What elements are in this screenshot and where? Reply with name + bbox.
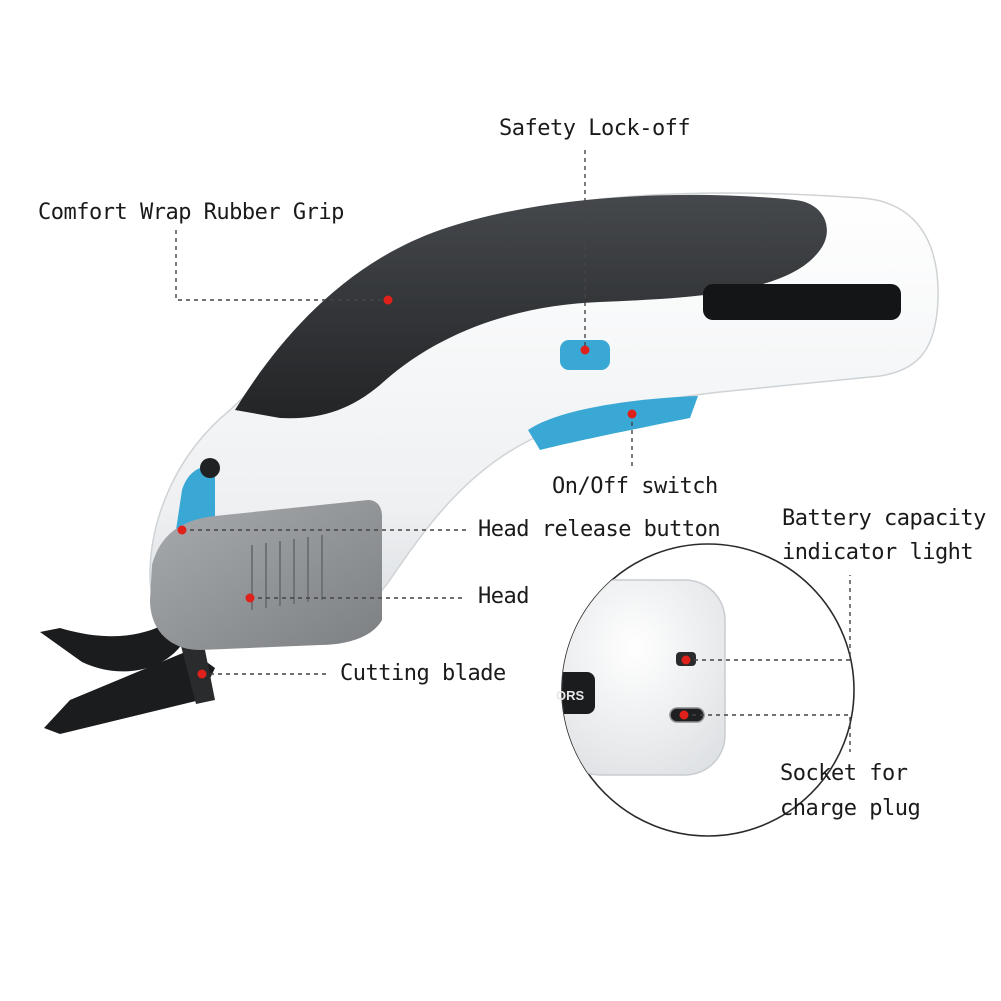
marker-head: [245, 593, 255, 603]
on-off-trigger: [528, 396, 698, 450]
safety-lock-button: [560, 340, 610, 370]
marker-battery: [681, 655, 691, 665]
battery-end-cap: [562, 579, 726, 776]
head-ribs: [251, 535, 323, 610]
marker-safety-lock: [580, 345, 590, 355]
scissors-tool: [40, 192, 939, 734]
marker-cutting-blade: [197, 669, 207, 679]
label-battery-line1: Battery capacity: [782, 506, 986, 531]
lower-blade: [44, 650, 215, 734]
label-socket-line2: charge plug: [780, 796, 921, 821]
label-on-off: On/Off switch: [552, 474, 718, 499]
marker-head-release: [177, 525, 187, 535]
rubber-grip: [235, 194, 827, 419]
marker-grip: [383, 295, 393, 305]
label-cutting-blade: Cutting blade: [340, 661, 506, 686]
marker-socket: [679, 710, 689, 720]
label-head-release: Head release button: [478, 517, 721, 542]
leader-lines: [175, 150, 851, 752]
upper-blade: [40, 620, 185, 672]
markers: [177, 295, 691, 720]
brand-label-strip: [562, 672, 595, 714]
marker-on-off: [627, 409, 637, 419]
label-safety-lock: Safety Lock-off: [499, 116, 691, 141]
pivot-hole: [200, 458, 220, 478]
leader-battery: [686, 575, 851, 661]
battery-inset: [561, 543, 855, 837]
label-socket-line1: Socket for: [780, 761, 908, 786]
inset-brand-text: ORS: [556, 688, 585, 703]
label-grip: Comfort Wrap Rubber Grip: [38, 200, 344, 225]
leader-grip: [175, 230, 388, 301]
label-battery-line2: indicator light: [782, 540, 974, 565]
led-window: [703, 284, 901, 320]
blade-bracket: [180, 642, 215, 704]
label-head: Head: [478, 584, 529, 609]
